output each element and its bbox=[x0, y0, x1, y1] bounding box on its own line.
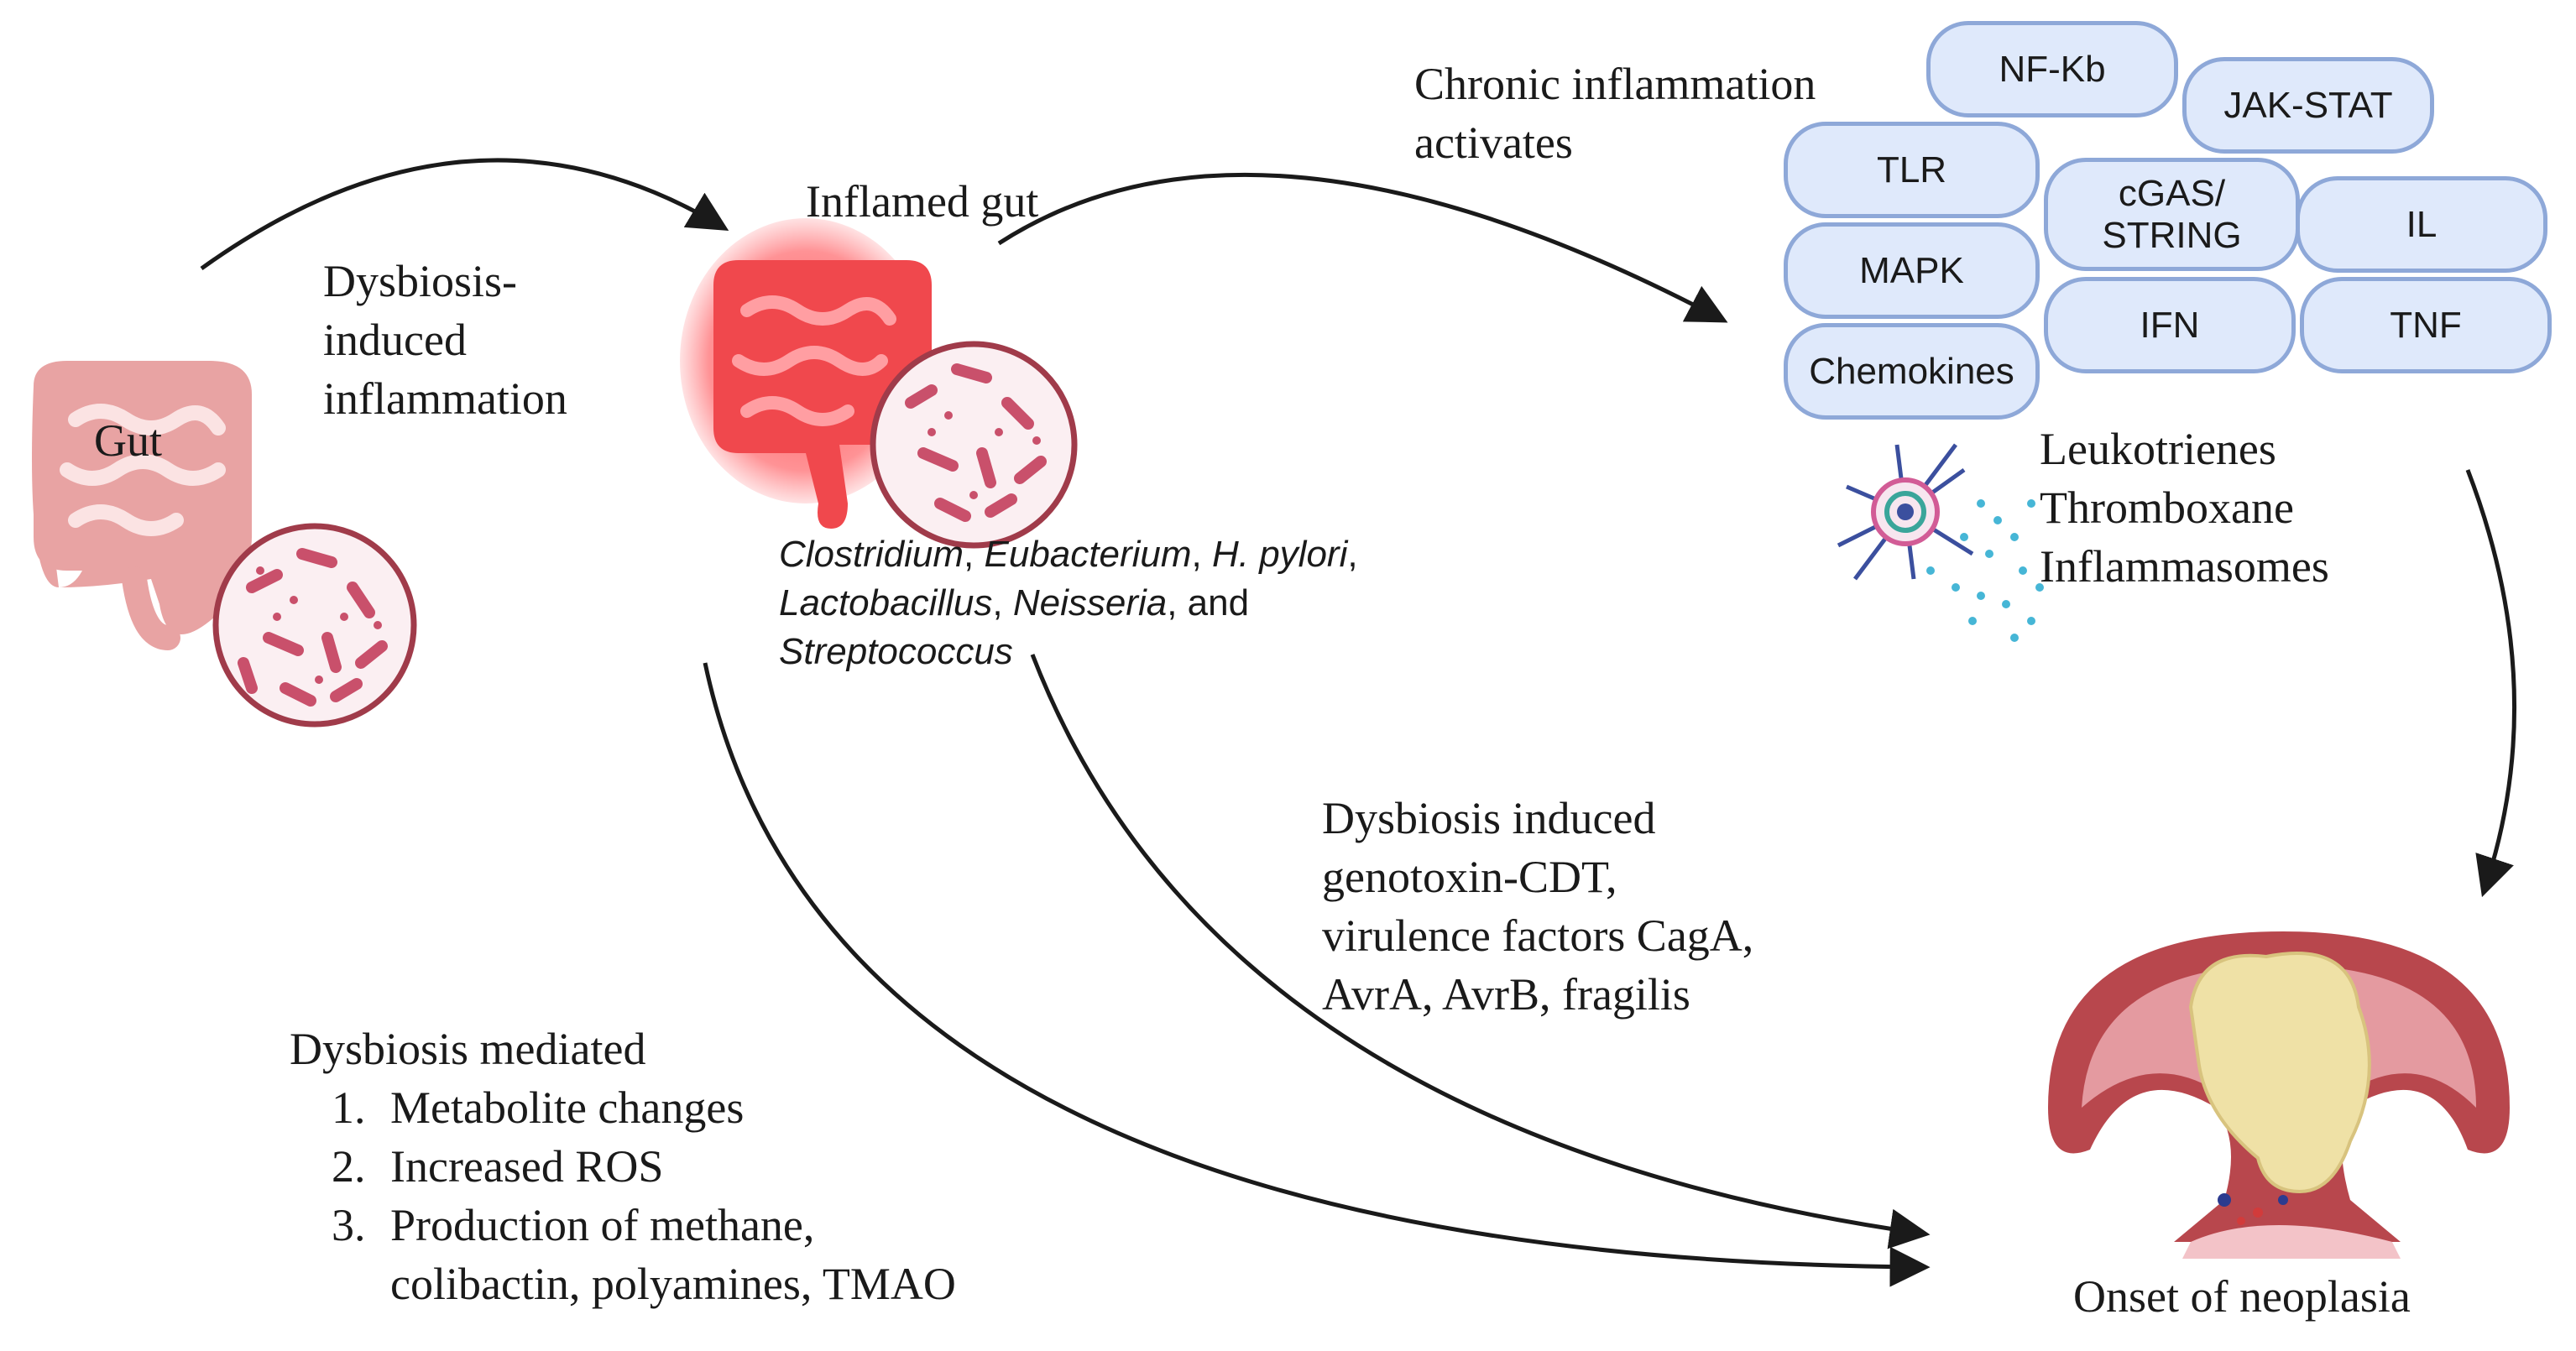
onset-label: Onset of neoplasia bbox=[2073, 1271, 2411, 1322]
bacteria-circle-icon-inflamed bbox=[870, 341, 1078, 549]
pathway-il: IL bbox=[2296, 176, 2547, 273]
bacteria-sep: , bbox=[964, 534, 985, 575]
gut-label: Gut bbox=[94, 415, 162, 466]
bacteria-line-2: Lactobacillus, Neisseria, and bbox=[779, 579, 1358, 628]
dysbiosis-mediated-block: Dysbiosis mediated 1. Metabolite changes … bbox=[290, 1020, 956, 1313]
arrow-metabolites-to-onset bbox=[703, 662, 1931, 1287]
list-item: 3. Production of methane, colibactin, poly… bbox=[290, 1196, 956, 1313]
arrow-gut-to-inflamed bbox=[200, 158, 729, 271]
chronic-inflammation-label: Chronic inflammation activates bbox=[1414, 55, 1816, 172]
genotoxin-line-2: genotoxin-CDT, bbox=[1322, 852, 1617, 902]
arrow-pathways-to-onset bbox=[2465, 469, 2517, 898]
dysbiosis-inflammation-line-1: Dysbiosis- bbox=[323, 256, 518, 306]
tumor-icon bbox=[2048, 931, 2510, 1259]
pathway-tlr: TLR bbox=[1784, 122, 2040, 218]
bacteria-sep: , and bbox=[1167, 582, 1250, 623]
mediator-thromboxane: Thromboxane bbox=[2040, 482, 2294, 533]
pathway-ifn: IFN bbox=[2044, 277, 2296, 373]
dysbiosis-mediated-list: 1. Metabolite changes 2. Increased ROS 3. P… bbox=[290, 1078, 956, 1313]
dysbiosis-inflammation-line-3: inflammation bbox=[323, 373, 567, 424]
bacteria-clostridium: Clostridium bbox=[779, 534, 964, 575]
healthy-gut-icon bbox=[32, 361, 252, 650]
genotoxin-line-1: Dysbiosis induced bbox=[1322, 793, 1656, 843]
mediator-leukotrienes: Leukotrienes bbox=[2040, 424, 2276, 474]
bacteria-lactobacillus: Lactobacillus bbox=[779, 582, 993, 623]
list-item-text: colibactin, polyamines, TMAO bbox=[390, 1259, 956, 1309]
dysbiosis-inflammation-line-2: induced bbox=[323, 315, 467, 365]
list-item: 2. Increased ROS bbox=[290, 1137, 956, 1196]
chronic-inflammation-line-1: Chronic inflammation bbox=[1414, 59, 1816, 109]
list-item-number: 1. bbox=[332, 1082, 366, 1133]
bacteria-line-3: Streptococcus bbox=[779, 628, 1358, 676]
list-item-number: 3. bbox=[332, 1200, 366, 1250]
mediator-inflammasomes: Inflammasomes bbox=[2040, 541, 2329, 592]
list-item-text: Increased ROS bbox=[390, 1141, 664, 1192]
list-item-text: Production of methane, bbox=[390, 1200, 815, 1250]
inflamed-gut-label: Inflamed gut bbox=[806, 176, 1039, 227]
bacteria-list: Clostridium, Eubacterium, H. pylori, Lac… bbox=[779, 530, 1358, 676]
genotoxin-line-4: AvrA, AvrB, fragilis bbox=[1322, 969, 1690, 1020]
genotoxin-line-3: virulence factors CagA, bbox=[1322, 910, 1754, 961]
pathway-jak-stat: JAK-STAT bbox=[2182, 57, 2434, 154]
mediators-list: Leukotrienes Thromboxane Inflammasomes bbox=[2040, 420, 2329, 596]
arrow-inflamed-to-pathways bbox=[997, 172, 1728, 323]
bacteria-sep: , bbox=[1347, 534, 1358, 575]
bacteria-eubacterium: Eubacterium bbox=[984, 534, 1192, 575]
list-item: 1. Metabolite changes bbox=[290, 1078, 956, 1137]
arrow-genotoxin-to-onset bbox=[1030, 654, 1931, 1249]
bacteria-line-1: Clostridium, Eubacterium, H. pylori, bbox=[779, 530, 1358, 579]
bacteria-sep: , bbox=[1191, 534, 1212, 575]
pathway-cgas-string: cGAS/ STRING bbox=[2044, 158, 2300, 271]
inflamed-gut-icon bbox=[680, 218, 932, 529]
bacteria-streptococcus: Streptococcus bbox=[779, 631, 1013, 672]
bacteria-sep: , bbox=[992, 582, 1013, 623]
dysbiosis-mediated-title: Dysbiosis mediated bbox=[290, 1024, 646, 1074]
chronic-inflammation-line-2: activates bbox=[1414, 117, 1573, 168]
list-item-text: Metabolite changes bbox=[390, 1082, 745, 1133]
list-item-number: 2. bbox=[332, 1141, 366, 1192]
pathway-nfkb: NF-Kb bbox=[1926, 21, 2178, 117]
bacteria-neisseria: Neisseria bbox=[1012, 582, 1168, 623]
bacteria-circle-icon bbox=[212, 523, 417, 728]
pathway-tnf: TNF bbox=[2300, 277, 2552, 373]
pathway-chemokines: Chemokines bbox=[1784, 323, 2040, 420]
bacteria-hpylori: H. pylori bbox=[1211, 534, 1348, 575]
genotoxin-label: Dysbiosis induced genotoxin-CDT, virulen… bbox=[1322, 789, 1753, 1024]
immune-cell-icon bbox=[1837, 443, 2044, 642]
pathway-mapk: MAPK bbox=[1784, 222, 2040, 319]
dysbiosis-inflammation-label: Dysbiosis- induced inflammation bbox=[323, 252, 567, 428]
